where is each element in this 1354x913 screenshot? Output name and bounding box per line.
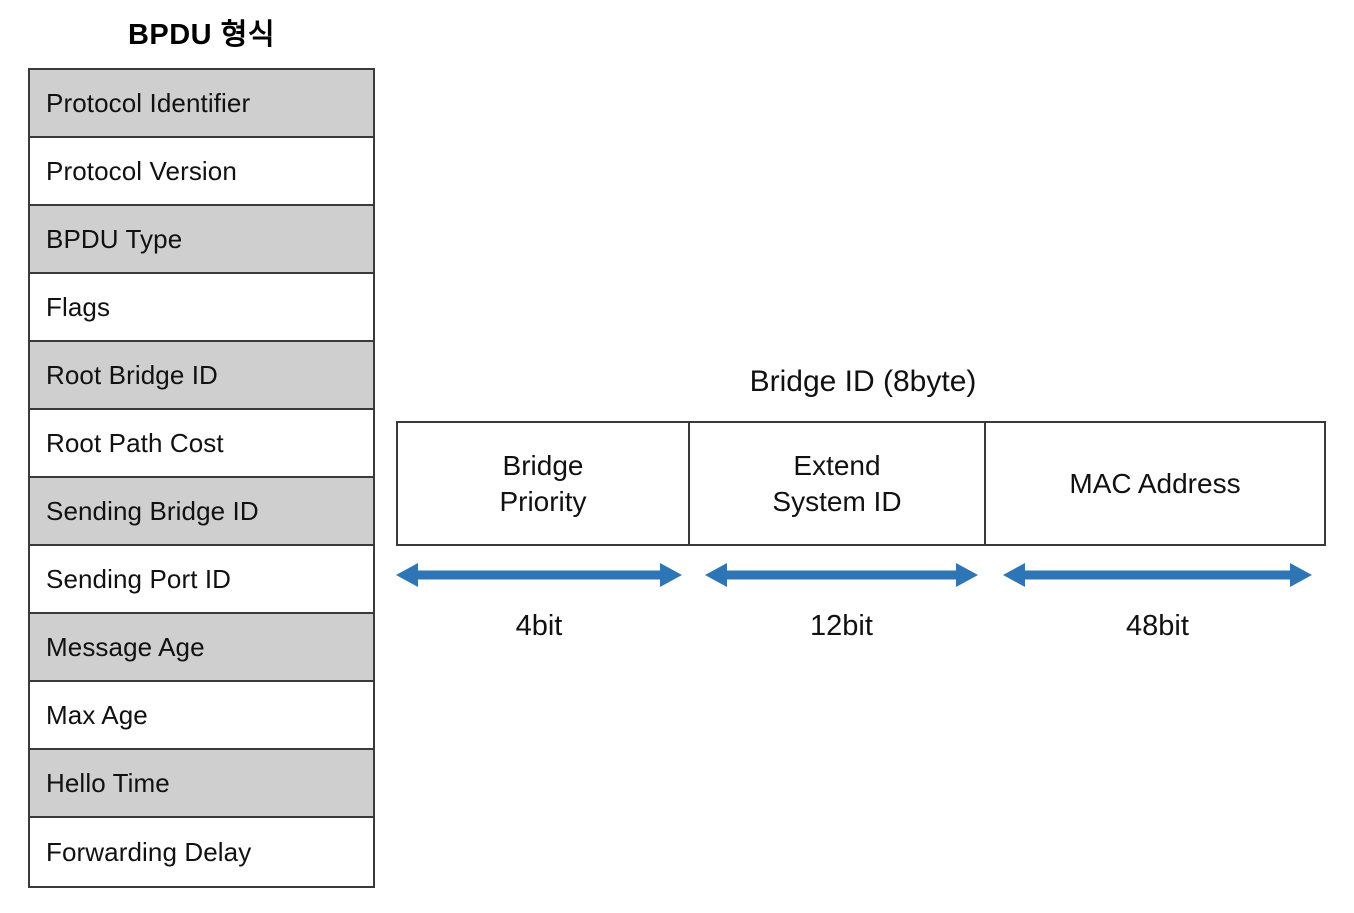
table-row: Sending Port ID (30, 546, 373, 614)
bridge-id-bit-labels: 4bit 12bit 48bit (396, 606, 1330, 652)
bridge-id-width-arrows (396, 560, 1330, 590)
bpdu-field-label: Sending Port ID (46, 564, 232, 594)
table-row: Sending Bridge ID (30, 478, 373, 546)
bpdu-field-label: BPDU Type (46, 224, 183, 254)
double-arrow-icon (705, 560, 978, 590)
bit-width-label-mac-address: 48bit (1126, 610, 1189, 642)
bridge-id-field-mac-address: MAC Address (984, 421, 1326, 546)
bpdu-field-label: Message Age (46, 632, 205, 662)
bpdu-field-label: Sending Bridge ID (46, 496, 259, 526)
bridge-id-field-diagram: Bridge Priority Extend System ID MAC Add… (396, 421, 1330, 546)
bpdu-format-table: Protocol Identifier Protocol Version BPD… (28, 68, 375, 888)
table-row: Root Bridge ID (30, 342, 373, 410)
bpdu-field-label: Forwarding Delay (46, 837, 252, 867)
double-arrow-icon (1003, 560, 1312, 590)
bpdu-field-label: Protocol Identifier (46, 88, 251, 118)
page-title: BPDU 형식 (127, 19, 276, 51)
bpdu-field-label: Root Bridge ID (46, 360, 218, 390)
bpdu-field-label: Max Age (46, 700, 148, 730)
table-row: Root Path Cost (30, 410, 373, 478)
bpdu-field-label: Root Path Cost (46, 428, 224, 458)
bridge-id-field-bridge-priority: Bridge Priority (396, 421, 690, 546)
bpdu-field-label: Hello Time (46, 768, 170, 798)
table-row: Message Age (30, 614, 373, 682)
table-row: Protocol Identifier (30, 70, 373, 138)
bit-width-label-bridge-priority: 4bit (515, 610, 563, 642)
table-row: Hello Time (30, 750, 373, 818)
bridge-id-caption: Bridge ID (8byte) (749, 365, 977, 398)
bridge-id-field-extend-system-id: Extend System ID (688, 421, 986, 546)
double-arrow-icon (396, 560, 682, 590)
table-row: Max Age (30, 682, 373, 750)
bpdu-field-label: Flags (46, 292, 111, 322)
bit-width-label-extend-system-id: 12bit (810, 610, 873, 642)
table-row: Protocol Version (30, 138, 373, 206)
table-row: Flags (30, 274, 373, 342)
table-row: Forwarding Delay (30, 818, 373, 886)
table-row: BPDU Type (30, 206, 373, 274)
bpdu-field-label: Protocol Version (46, 156, 237, 186)
